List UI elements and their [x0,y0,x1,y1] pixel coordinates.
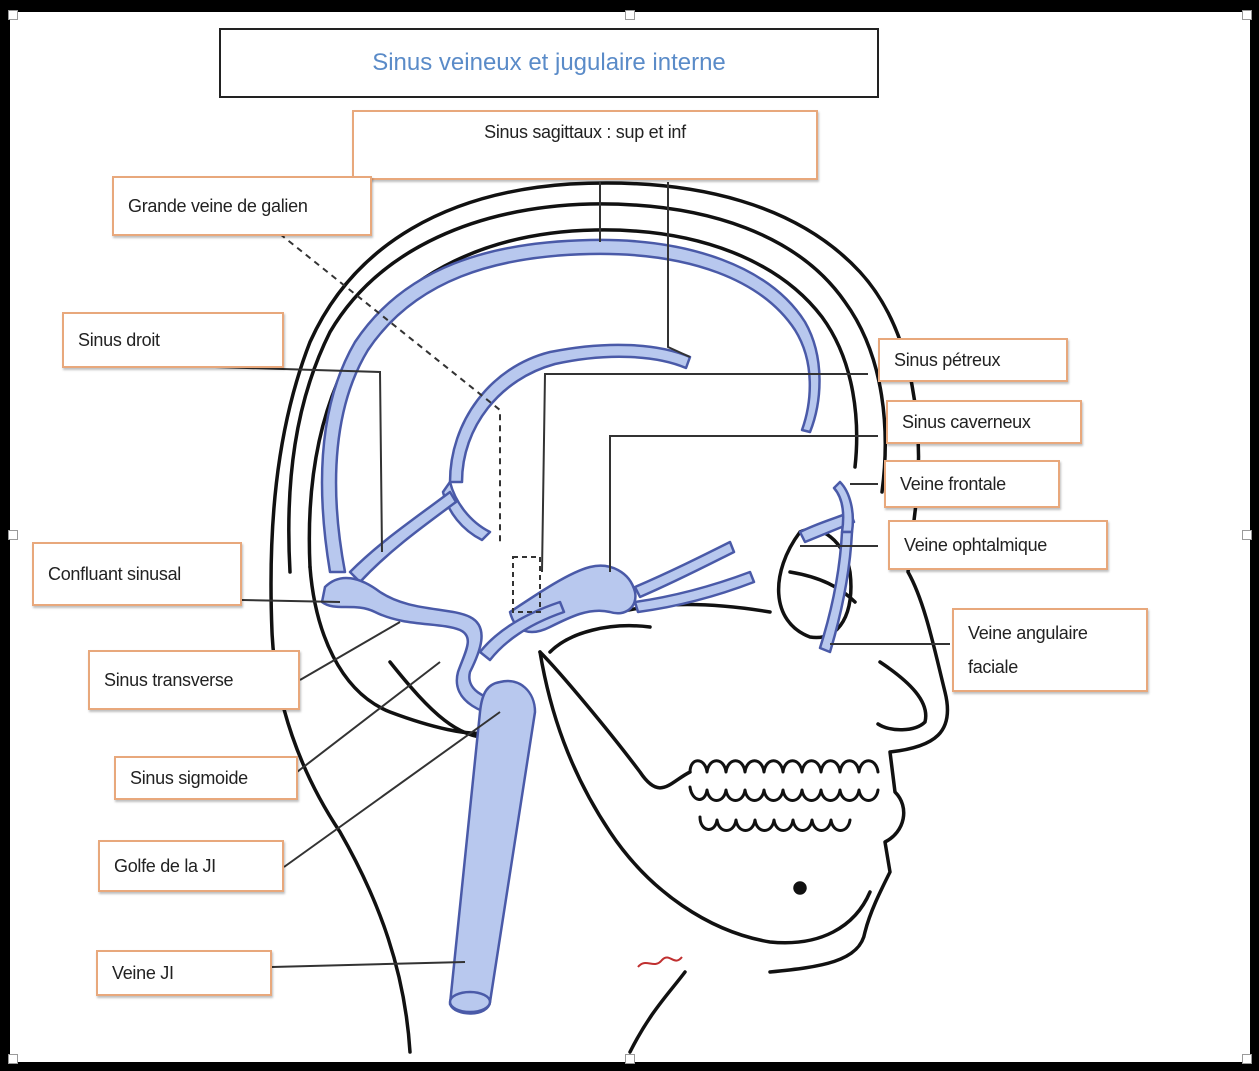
label-sinus-transverse: Sinus transverse [88,650,300,710]
label-veine-ji-text: Veine JI [112,963,174,984]
label-sinus-caverneux-text: Sinus caverneux [902,412,1031,433]
label-sinus-caverneux: Sinus caverneux [886,400,1082,444]
label-golfe-ji: Golfe de la JI [98,840,284,892]
nose [878,662,926,730]
label-veine-ophtalmique-text: Veine ophtalmique [904,535,1047,556]
label-sinus-droit-text: Sinus droit [78,330,160,351]
label-veine-ji: Veine JI [96,950,272,996]
skull-inner [309,230,856,567]
diagram-title: Sinus veineux et jugulaire interne [219,28,879,98]
label-veine-angulaire-line2: faciale [968,650,1018,684]
label-grande-veine-galien-text: Grande veine de galien [128,196,308,217]
vein-sinus-sagittal-superieur [322,240,819,572]
label-sinus-sagittaux-text: Sinus sagittaux : sup et inf [484,122,686,143]
vein-sinus-sagittal-inferieur [450,345,690,482]
label-sinus-droit: Sinus droit [62,312,284,368]
teeth [690,761,878,831]
label-golfe-ji-text: Golfe de la JI [114,856,216,877]
label-confluant-sinusal-text: Confluant sinusal [48,564,181,585]
label-grande-veine-galien: Grande veine de galien [112,176,372,236]
vein-sinus-droit [350,492,456,582]
diagram-title-text: Sinus veineux et jugulaire interne [372,49,726,77]
label-veine-frontale-text: Veine frontale [900,474,1006,495]
label-veine-angulaire-line1: Veine angulaire [968,616,1088,650]
label-veine-angulaire-faciale: Veine angulaire faciale [952,608,1148,692]
label-veine-frontale: Veine frontale [884,460,1060,508]
label-sinus-transverse-text: Sinus transverse [104,670,233,691]
label-sinus-petreux-text: Sinus pétreux [894,350,1000,371]
label-sinus-sigmoide: Sinus sigmoide [114,756,298,800]
figure-frame: Sinus veineux et jugulaire interne Sinus… [10,12,1250,1062]
label-confluant-sinusal: Confluant sinusal [32,542,242,606]
label-sinus-sagittaux: Sinus sagittaux : sup et inf [352,110,818,180]
label-veine-ophtalmique: Veine ophtalmique [888,520,1108,570]
vein-grande-veine-galien [443,482,490,540]
skull-outline [289,204,885,572]
label-sinus-sigmoide-text: Sinus sigmoide [130,768,248,789]
label-sinus-petreux: Sinus pétreux [878,338,1068,382]
vein-angulaire-faciale [820,532,852,652]
